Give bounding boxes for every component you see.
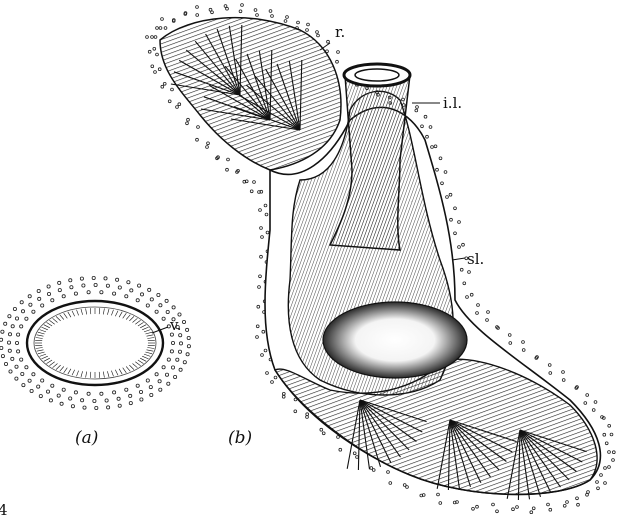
panel-b-upper-branches	[160, 18, 341, 170]
label-r: r.	[335, 23, 345, 41]
panel-b-cell	[146, 4, 616, 514]
caption-b: (b)	[228, 428, 252, 448]
figure-number: 4	[0, 501, 8, 517]
caption-a: (a)	[75, 428, 98, 448]
label-v: v.	[169, 316, 181, 334]
panel-b-label-sl-leader	[452, 258, 465, 260]
panel-b-central-disc	[323, 302, 467, 378]
panel-a-cell	[0, 276, 190, 409]
label-sl: sl.	[467, 250, 484, 268]
label-il: i.l.	[443, 94, 462, 112]
